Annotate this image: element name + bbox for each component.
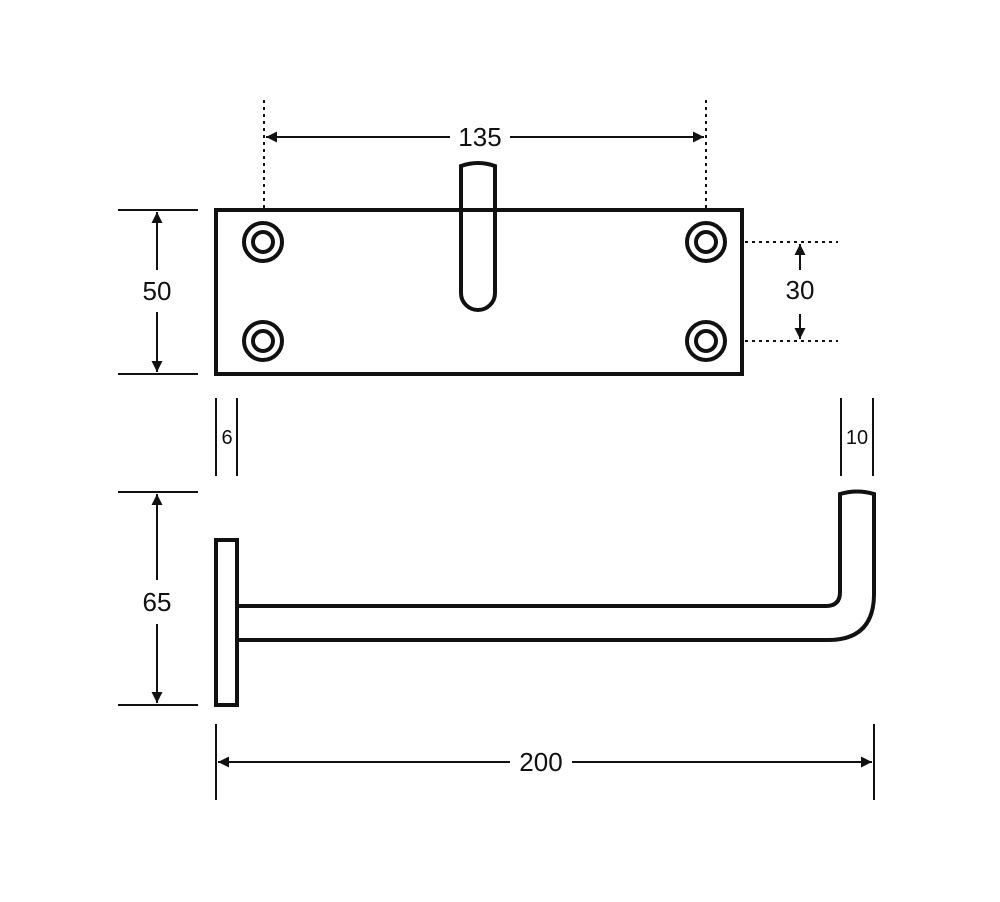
rod-diameter-label: 10: [846, 427, 868, 449]
hole-vertical-spacing-label: 30: [786, 275, 815, 305]
dimension-rod-diameter: 10: [840, 398, 874, 476]
side-view: [214, 489, 876, 707]
overall-length-label: 200: [519, 747, 562, 777]
dimension-overall-height: 65: [118, 491, 198, 706]
dimension-hole-spacing: 135: [263, 100, 707, 208]
plate-side: [214, 538, 239, 707]
rod-tip-front: [459, 161, 497, 312]
back-plate: [214, 208, 744, 376]
plate-height-label: 50: [143, 276, 172, 306]
dimension-hole-vertical-spacing: 30: [745, 241, 838, 342]
dimension-plate-height: 50: [118, 209, 198, 375]
dimension-plate-thickness: 6: [215, 398, 238, 476]
screw-hole-top-left: [242, 221, 284, 263]
hole-spacing-label: 135: [458, 122, 501, 152]
overall-height-label: 65: [143, 587, 172, 617]
screw-hole-top-right: [685, 221, 727, 263]
plate-thickness-label: 6: [221, 427, 232, 449]
dimension-overall-length: 200: [215, 724, 875, 800]
hook-rod: [237, 489, 876, 642]
front-view: [214, 161, 744, 376]
screw-hole-bottom-right: [685, 320, 727, 362]
screw-hole-bottom-left: [242, 320, 284, 362]
